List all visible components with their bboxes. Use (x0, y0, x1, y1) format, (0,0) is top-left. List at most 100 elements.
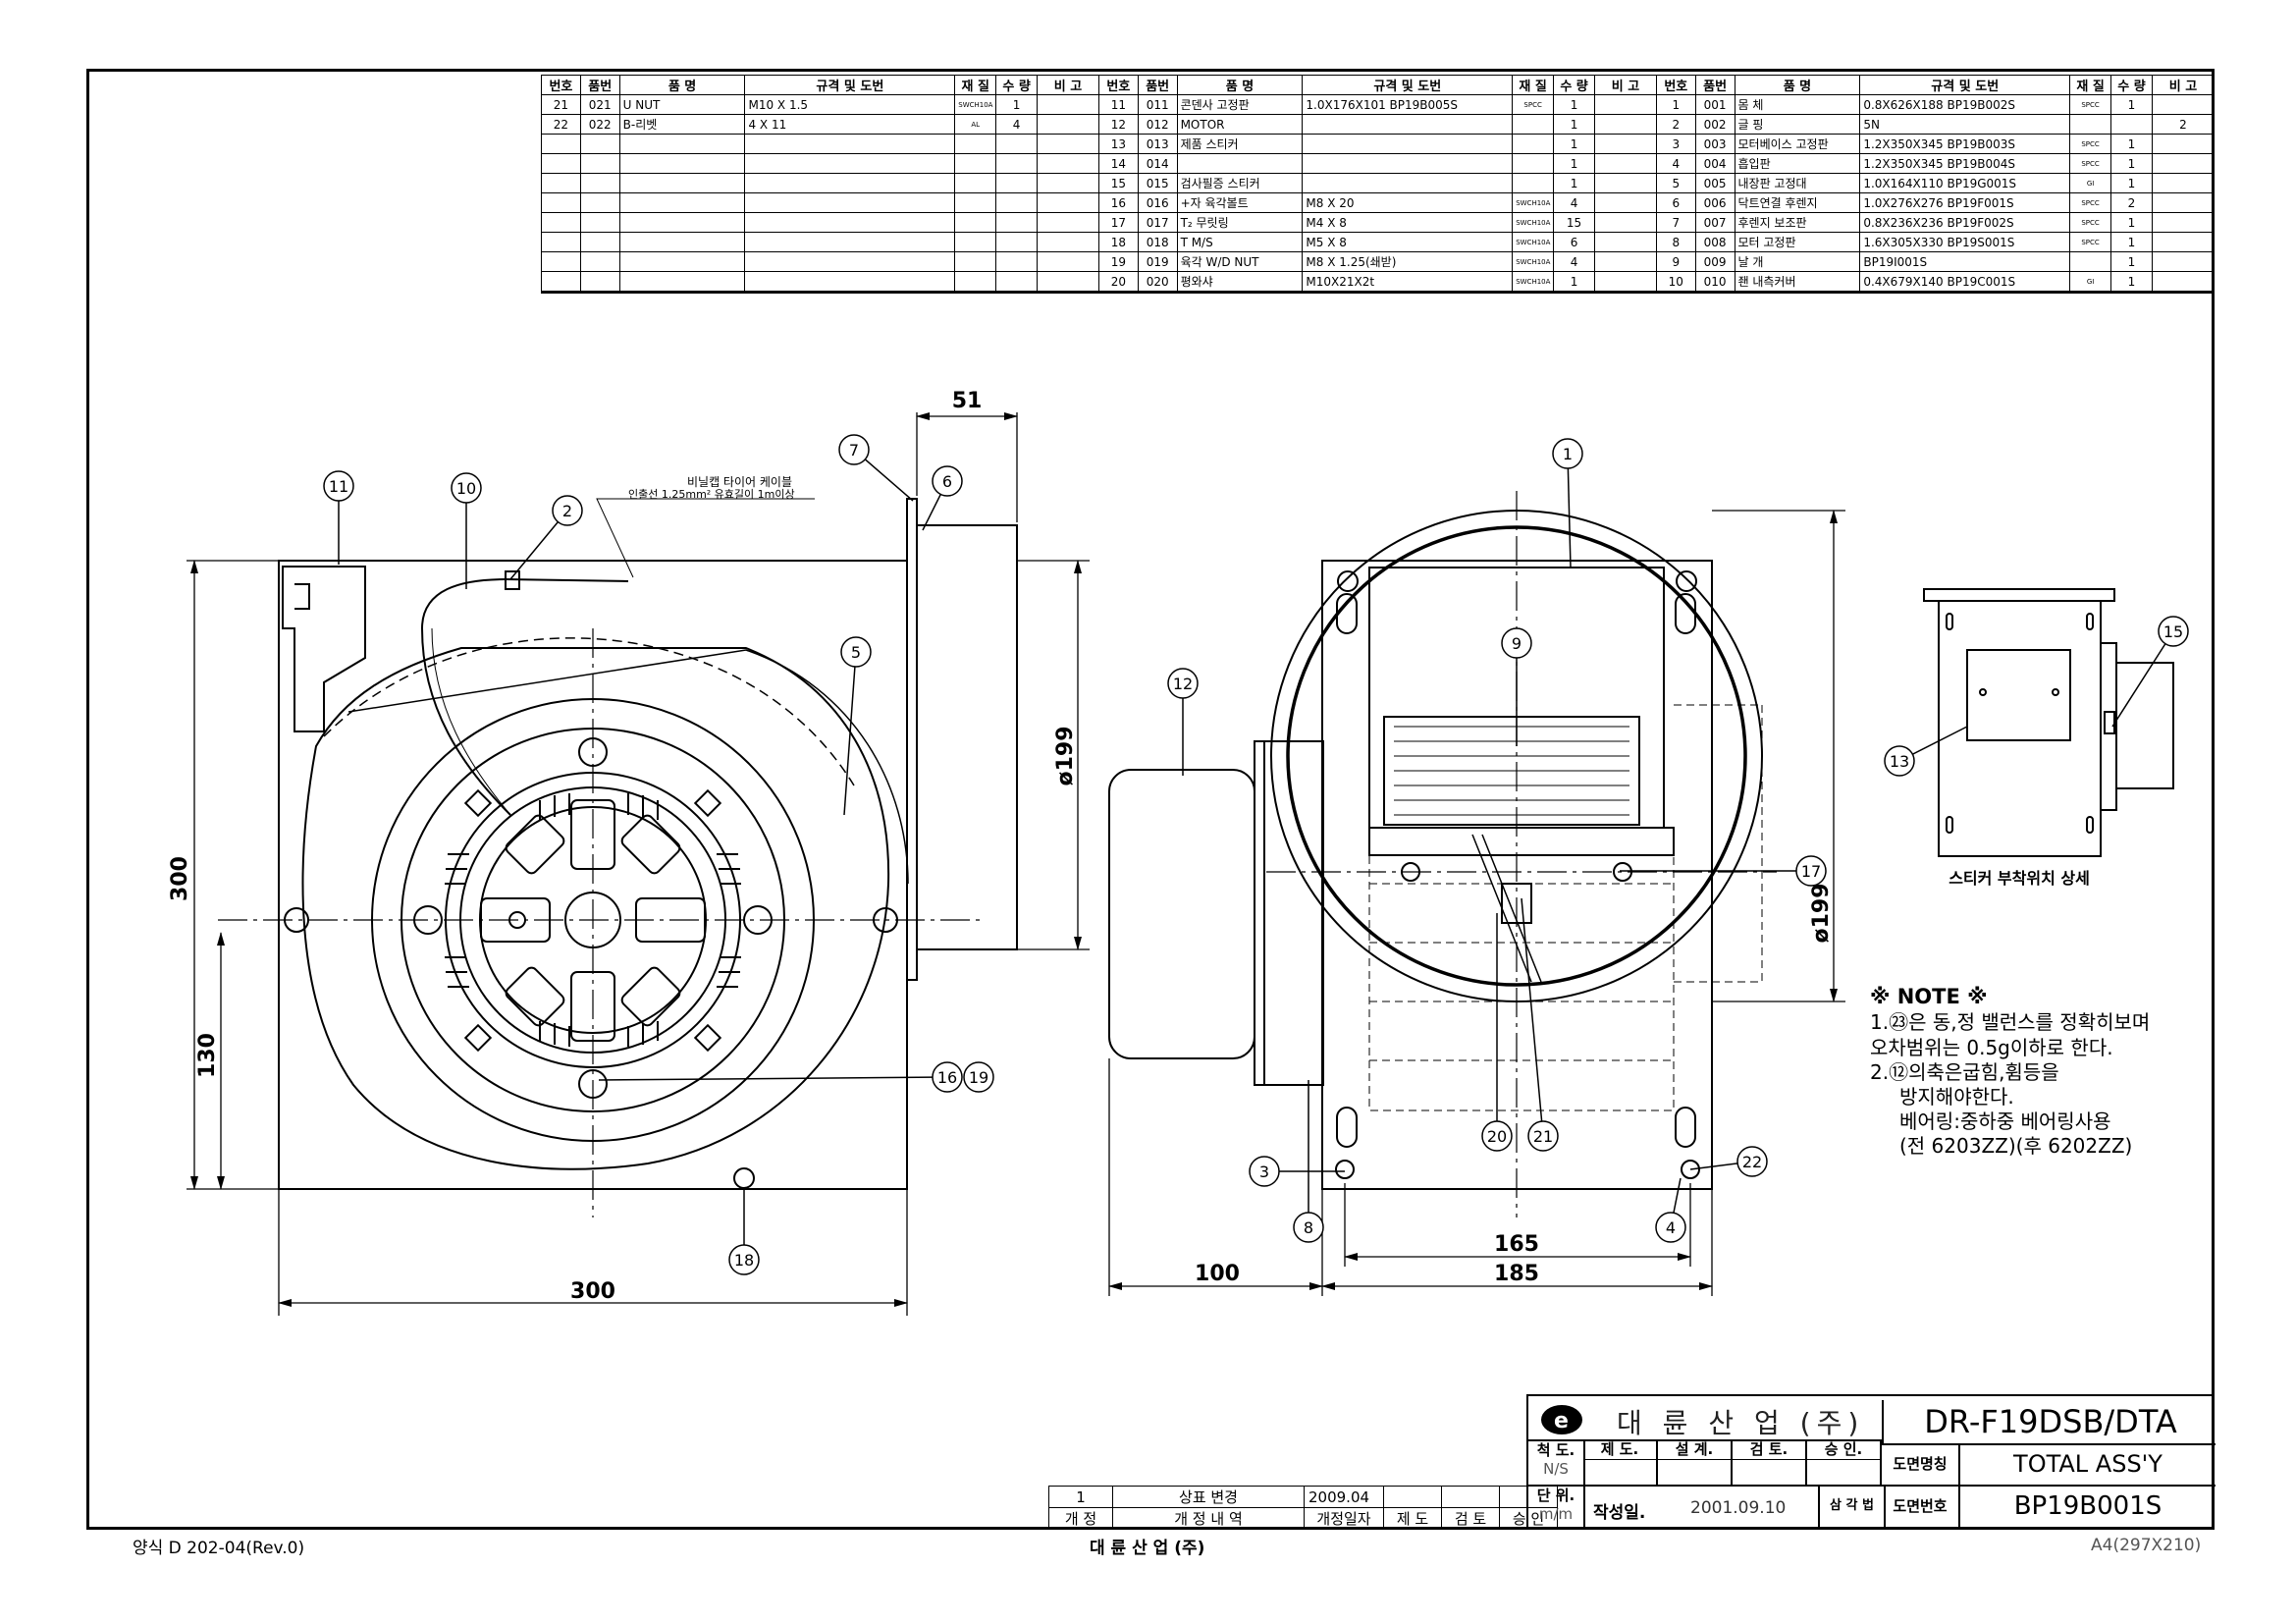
note-title: ※ NOTE ※ (1870, 985, 1988, 1008)
drawing-name: TOTAL ASS'Y (2013, 1450, 2163, 1478)
bom-cell-qty: 1 (1553, 271, 1595, 293)
callout-number: 2 (562, 502, 572, 520)
wire-label-1: 비닐캡 타이어 케이블 (687, 475, 792, 489)
callout-leader-line (1567, 453, 1572, 568)
footer-company: 대 륜 산 업 (주) (1090, 1539, 1205, 1558)
callout-number: 5 (851, 643, 861, 662)
projection-label: 삼 각 법 (1818, 1485, 1886, 1528)
unit-label: 단 위. (1536, 1487, 1575, 1504)
bom-cell-note (1594, 271, 1657, 293)
callout-number: 1 (1563, 445, 1573, 463)
bom-cell-name: 내장판 고정대 (1734, 173, 1861, 193)
created-date: 2001.09.10 (1690, 1498, 1787, 1518)
callout-circle (963, 1061, 994, 1093)
callout-circle (728, 1244, 760, 1275)
callout-number: 11 (329, 477, 348, 496)
bom-cell-spec: 0.8X236X236 BP19F002S (1859, 212, 2071, 233)
callout-number: 17 (1801, 862, 1821, 881)
callout-circle (1655, 1212, 1686, 1243)
title-block: e 대 륜 산 업 (주) DR-F19DSB/DTA 척 도. N/S 제 도… (1526, 1394, 2217, 1530)
bom-cell-mat: SPCC (1512, 94, 1555, 115)
callout-circle (1795, 855, 1827, 887)
callout-circle (932, 1061, 963, 1093)
callout-circle (932, 465, 963, 497)
note-line-3: 2.⑫의축은굽힘,휨등을 (1870, 1060, 2059, 1084)
note-line-2: 오차범위는 0.5g이하로 한다. (1870, 1036, 2113, 1059)
callout-number: 12 (1173, 675, 1193, 693)
bom-cell-code: 001 (1694, 94, 1735, 115)
form-number: 양식 D 202-04(Rev.0) (133, 1539, 305, 1558)
drawing-name-label: 도면명칭 (1882, 1443, 1960, 1485)
revision-date: 2009.04 (1304, 1486, 1384, 1508)
callout-number: 15 (2163, 622, 2183, 641)
dim-51: 51 (952, 389, 983, 413)
callout-number: 18 (734, 1251, 754, 1270)
approval-role-label: 검 토. (1733, 1439, 1805, 1460)
svg-text:e: e (1554, 1409, 1569, 1434)
dim-300-horizontal: 300 (570, 1279, 615, 1304)
revision-header-cell: 제 도 (1383, 1507, 1442, 1530)
dim-dia199-front: ø199 (1053, 726, 1078, 785)
callout-circle (1249, 1156, 1280, 1187)
bom-cell-name: T M/S (1176, 232, 1304, 252)
bom-cell-spec: 1.0X276X276 BP19F001S (1859, 192, 2071, 213)
scale-value: N/S (1543, 1460, 1569, 1478)
paper-size: A4(297X210) (2091, 1536, 2202, 1555)
callout-circle (2158, 616, 2189, 647)
callout-number: 16 (937, 1068, 957, 1087)
drawing-number-label: 도면번호 (1882, 1485, 1960, 1528)
bom-cell-code: 004 (1694, 153, 1735, 174)
callout-number: 8 (1304, 1218, 1313, 1237)
revision-header-cell: 개 정 (1048, 1507, 1113, 1530)
callout-circle (840, 636, 872, 668)
bom-cell-no: 15 (1097, 173, 1139, 193)
bom-cell-spec: M10X21X2t (1302, 271, 1514, 293)
company-name: 대 륜 산 업 (주) (1617, 1407, 1865, 1439)
dimension-labels: 51 ø199 300 130 300 ø199 165 185 100 (168, 389, 1834, 1304)
bom-cell-code: 020 (1137, 271, 1178, 293)
bom-header-cell: 품번 (1137, 75, 1178, 95)
note-block: ※ NOTE ※ 1.㉓은 동,정 밸런스를 정확히보며 오차범위는 0.5g이… (1870, 985, 2150, 1158)
drawing-number: BP19B001S (2013, 1491, 2163, 1521)
bom-cell-code: 022 (579, 114, 620, 135)
callout-number: 4 (1666, 1218, 1676, 1237)
approval-role-label: 설 계. (1658, 1439, 1731, 1460)
model-number: DR-F19DSB/DTA (1882, 1400, 2217, 1443)
approval-roles: 제 도.설 계.검 토.승 인. (1583, 1439, 1882, 1485)
approval-role-label: 승 인. (1807, 1439, 1880, 1460)
callout-number: 10 (456, 479, 476, 498)
created-label: 작성일. (1593, 1503, 1646, 1523)
dim-165: 165 (1494, 1232, 1539, 1257)
callout-number: 21 (1533, 1127, 1553, 1146)
callout-circle (1552, 438, 1583, 469)
wire-label-2: 인출선 1.25mm² 유효길이 1m이상 (628, 488, 795, 501)
callout-leader-line (2111, 630, 2174, 728)
bom-header-cell: 수 량 (995, 75, 1039, 95)
dim-100: 100 (1195, 1262, 1240, 1286)
bom-cell-note (2151, 271, 2216, 293)
callout-circle (451, 472, 482, 504)
bom-cell-code: 009 (1694, 251, 1735, 272)
note-line-1: 1.㉓은 동,정 밸런스를 정확히보며 (1870, 1010, 2150, 1034)
callout-number: 7 (849, 441, 859, 460)
bom-cell-spec (744, 271, 956, 293)
callout-number: 3 (1259, 1163, 1269, 1181)
bom-cell-spec: 1.2X350X345 BP19B004S (1859, 153, 2071, 174)
note-line-6: (전 6203ZZ)(후 6202ZZ) (1899, 1134, 2132, 1158)
callout-circle (323, 470, 354, 502)
approval-role-label: 제 도. (1583, 1439, 1656, 1460)
callout-circle (1167, 668, 1199, 699)
bom-cell-spec: 1.6X305X330 BP19S001S (1859, 232, 2071, 252)
unit-value: m/m (1538, 1505, 1574, 1523)
bom-cell-note (1037, 271, 1099, 293)
bom-cell-code: 010 (1694, 271, 1735, 293)
